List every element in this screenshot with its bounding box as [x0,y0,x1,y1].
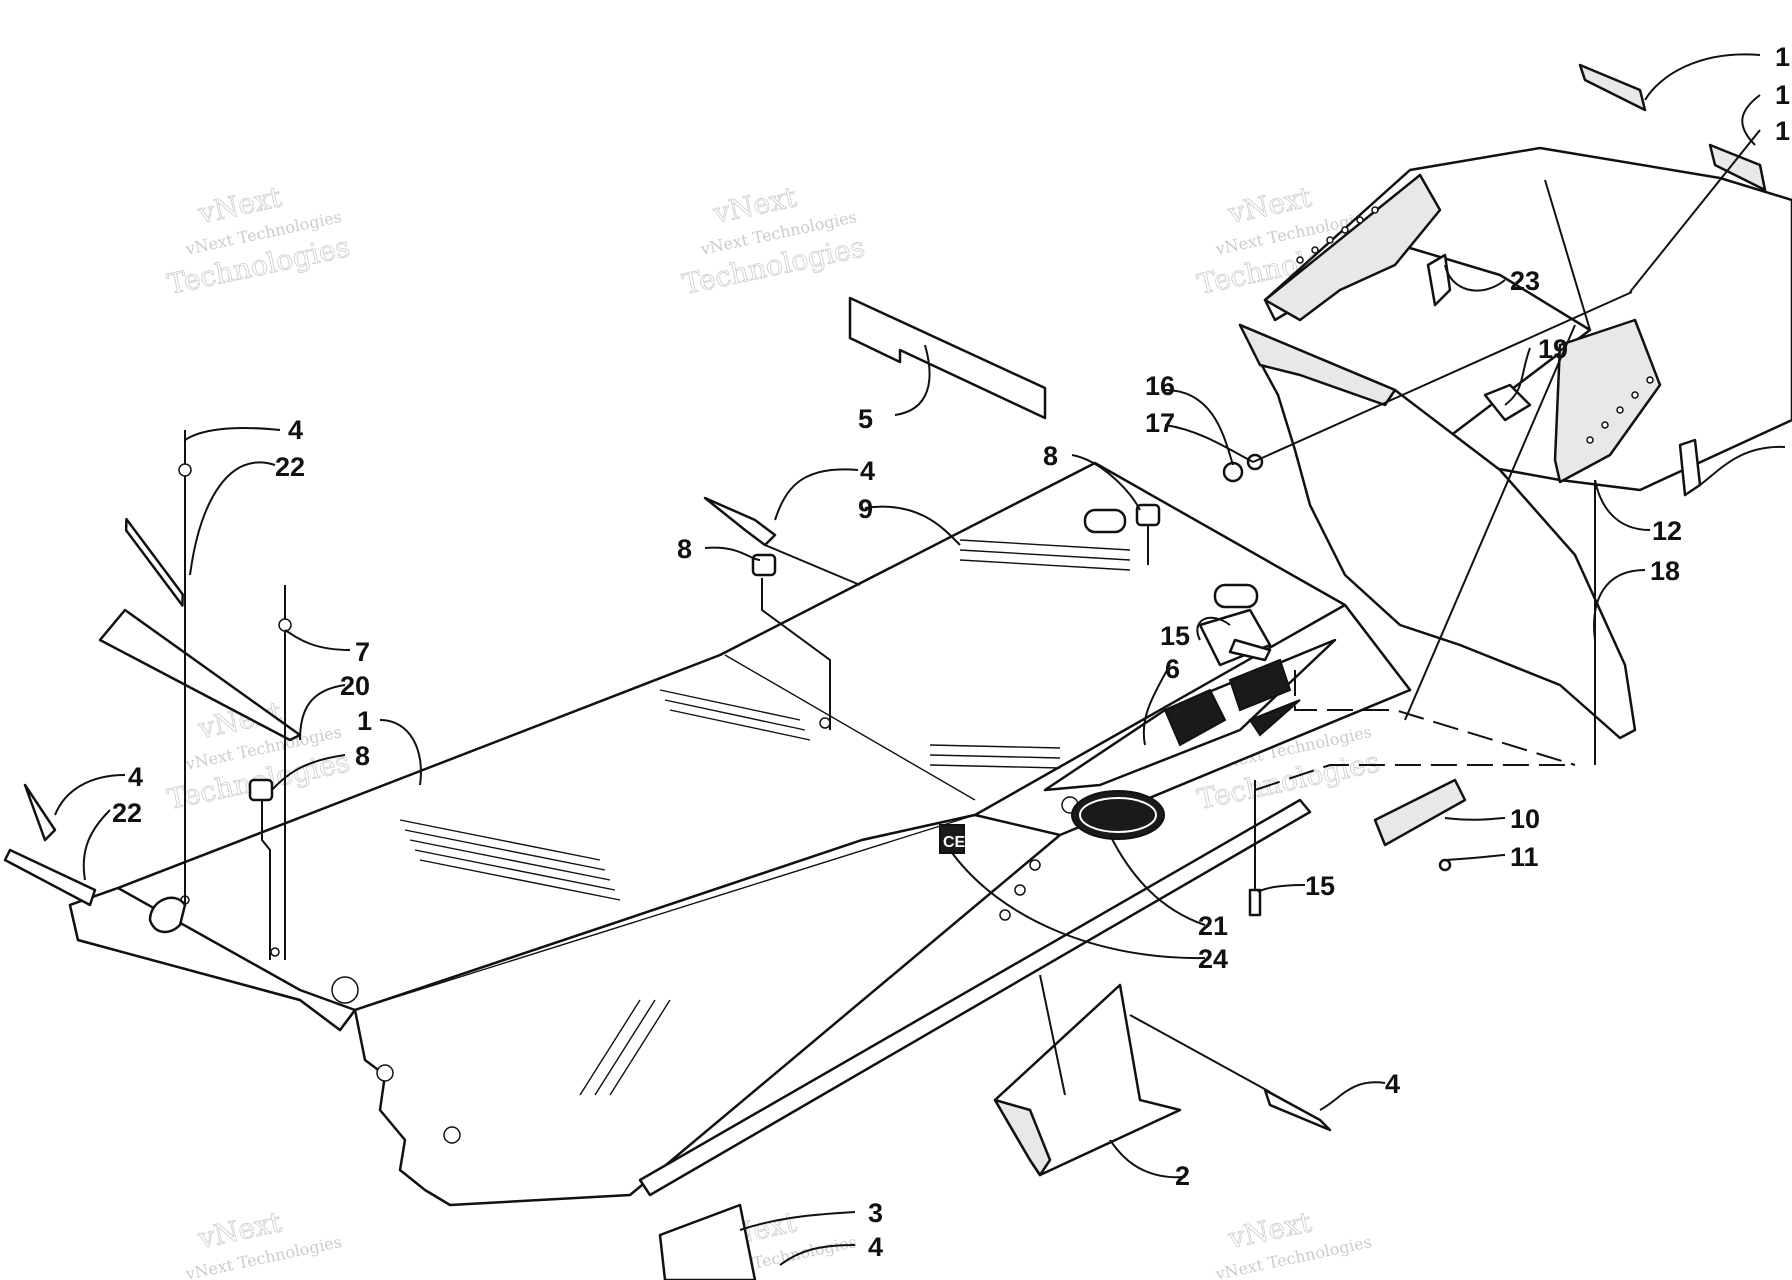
callout-labels: 1 1 1 1 2 3 4 4 4 4 4 5 6 7 8 8 8 9 10 1… [112,42,1790,1262]
rivet-bottom-right [1129,1014,1332,1132]
callout-7: 7 [355,637,370,667]
left-strap-lower [3,848,97,907]
callout-22: 22 [112,798,142,828]
callout-1: 1 [357,706,372,736]
callout-15: 15 [1160,621,1190,651]
center-rivet [703,496,861,586]
mount-bracket-2 [993,983,1182,1177]
callout-22: 22 [275,452,305,482]
bumper-holes [1296,206,1654,444]
snow-flap [1238,323,1637,740]
ce-mark-text: CE [943,834,966,851]
assembly-dashline [1294,670,1576,766]
tunnel-hatch-texture [399,539,1131,1096]
callout-1: 1 [1775,116,1790,146]
left-bracket-strap [124,517,184,607]
callout-11: 11 [1510,842,1539,872]
decal-checker [1163,688,1227,747]
callout-5: 5 [858,404,873,434]
callout-1: 1 [1775,80,1790,110]
watermark: vNext vNext Technologies [183,1205,343,1280]
callout-4: 4 [288,415,303,445]
reflector-10 [1373,778,1467,847]
callout-16: 16 [1145,371,1175,401]
bracket-3 [658,1203,757,1280]
callout-20: 20 [340,671,370,701]
brand-badge [1071,790,1165,840]
callout-19: 19 [1538,334,1568,364]
callout-23: 23 [1510,266,1540,296]
callout-4: 4 [1385,1069,1400,1099]
tunnel-seam [354,814,976,1011]
tunnel-left-flange [68,886,357,1032]
decal-plates [1578,63,1767,192]
callout-2: 2 [1175,1161,1190,1191]
watermark: vNext vNext Technologies Technologies [679,180,868,302]
rail-rod [638,798,1312,1197]
callout-4: 4 [868,1232,883,1262]
rivets-left [23,430,292,960]
callout-4: 4 [128,762,143,792]
decal-checker [1248,699,1301,737]
watermark: vNext vNext Technologies [1213,1205,1373,1280]
assembly-dashline [1254,764,1575,791]
callout-21: 21 [1198,911,1228,941]
nut-washer [1222,453,1264,483]
decal-checker [1228,658,1292,712]
callout-8: 8 [677,534,692,564]
callout-15: 15 [1305,871,1335,901]
bumper-left-arm [1263,173,1442,322]
top-plug [1135,503,1161,565]
leader-lines [54,53,1786,1266]
callout-4: 4 [860,456,875,486]
screw-11 [1438,858,1452,872]
clip-23 [1426,253,1452,307]
flap-body [1238,323,1637,740]
rear-bumper [1263,146,1792,492]
callout-18: 18 [1650,556,1680,586]
bolt-15-top [1198,608,1272,667]
callout-24: 24 [1198,944,1228,974]
ce-label: CE [939,824,966,854]
tunnel-holes [180,514,1154,1144]
callout-8: 8 [355,741,370,771]
callout-6: 6 [1165,654,1180,684]
tunnel-seam [724,654,976,801]
tunnel-slot-top [1083,508,1259,609]
tunnel-frame-part [68,461,1412,1207]
callout-1: 1 [1775,42,1790,72]
watermark: vNext vNext Technologies Technologies [164,180,353,302]
callout-3: 3 [868,1198,883,1228]
callout-9: 9 [858,494,873,524]
bumper-right-arm [1553,318,1662,484]
callout-10: 10 [1510,804,1540,834]
seal-strip [848,296,1047,420]
flap-top-edge [1238,323,1397,407]
callout-17: 17 [1145,408,1175,438]
bolt-15-bottom [1248,780,1262,917]
callout-12: 12 [1652,516,1682,546]
clip-right [1678,438,1702,497]
callout-8: 8 [1043,441,1058,471]
